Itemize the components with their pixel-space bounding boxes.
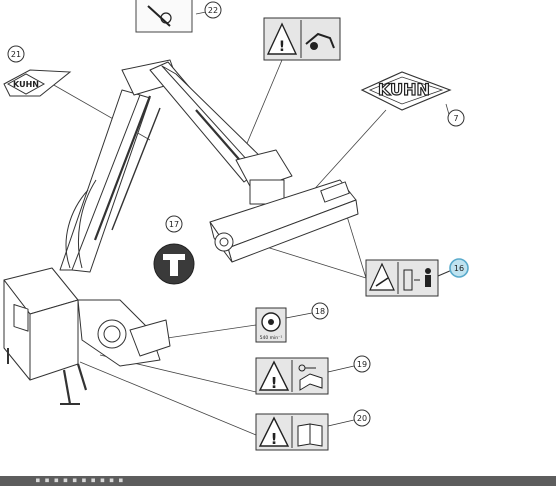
svg-text:19: 19 xyxy=(357,360,367,369)
leader-lines xyxy=(51,11,451,436)
warning-triangle-icon xyxy=(258,416,290,447)
svg-text:21: 21 xyxy=(11,50,21,59)
speed-label: 540 min⁻¹ xyxy=(260,335,283,341)
svg-text:!: ! xyxy=(271,374,278,392)
diagram-canvas: KUHN ! KUHN 540 min⁻¹ xyxy=(3,0,469,451)
decal-warning-top: ! xyxy=(263,17,341,61)
callout-22[interactable]: 22 xyxy=(204,1,222,19)
callout-17[interactable]: 17 xyxy=(165,215,183,233)
footer-bar xyxy=(0,476,556,486)
decal-16-keep-distance xyxy=(365,259,439,297)
svg-text:7: 7 xyxy=(453,114,458,123)
svg-text:17: 17 xyxy=(169,220,179,229)
warning-triangle-icon xyxy=(369,262,395,291)
footer-label: ■ ■ ■ ■ ■ ■ ■ ■ ■ ■ xyxy=(36,477,124,484)
decal-17-t-symbol xyxy=(153,243,195,285)
book-icon xyxy=(297,423,311,447)
decal-18-speed: 540 min⁻¹ xyxy=(255,307,287,343)
svg-text:16: 16 xyxy=(454,264,464,273)
callout-21[interactable]: 21 xyxy=(7,45,25,63)
flying-debris-icon xyxy=(305,32,335,49)
manual-book-icon xyxy=(299,373,323,391)
decal-21-logo: KUHN xyxy=(3,69,72,97)
svg-text:20: 20 xyxy=(357,414,367,423)
callout-20[interactable]: 20 xyxy=(353,409,371,427)
svg-text:!: ! xyxy=(271,430,278,448)
decal-20-warning-manual: ! xyxy=(255,413,329,451)
callout-18[interactable]: 18 xyxy=(311,302,329,320)
person-icon xyxy=(425,268,431,274)
svg-text:18: 18 xyxy=(315,307,325,316)
callout-7[interactable]: 7 xyxy=(447,109,465,127)
machine-illustration xyxy=(3,59,359,405)
logo-kuhn-small: KUHN xyxy=(13,80,39,89)
decal-19-warning-manual: ! xyxy=(255,357,329,395)
warning-triangle-icon xyxy=(258,360,290,391)
svg-text:!: ! xyxy=(279,39,285,55)
callout-19[interactable]: 19 xyxy=(353,355,371,373)
logo-kuhn-large: KUHN xyxy=(378,80,430,99)
callout-16[interactable]: 16 xyxy=(449,258,469,278)
decal-7-logo: KUHN xyxy=(360,71,452,111)
decal-22 xyxy=(135,0,193,33)
warning-triangle-icon xyxy=(266,22,298,55)
svg-text:22: 22 xyxy=(208,6,218,15)
